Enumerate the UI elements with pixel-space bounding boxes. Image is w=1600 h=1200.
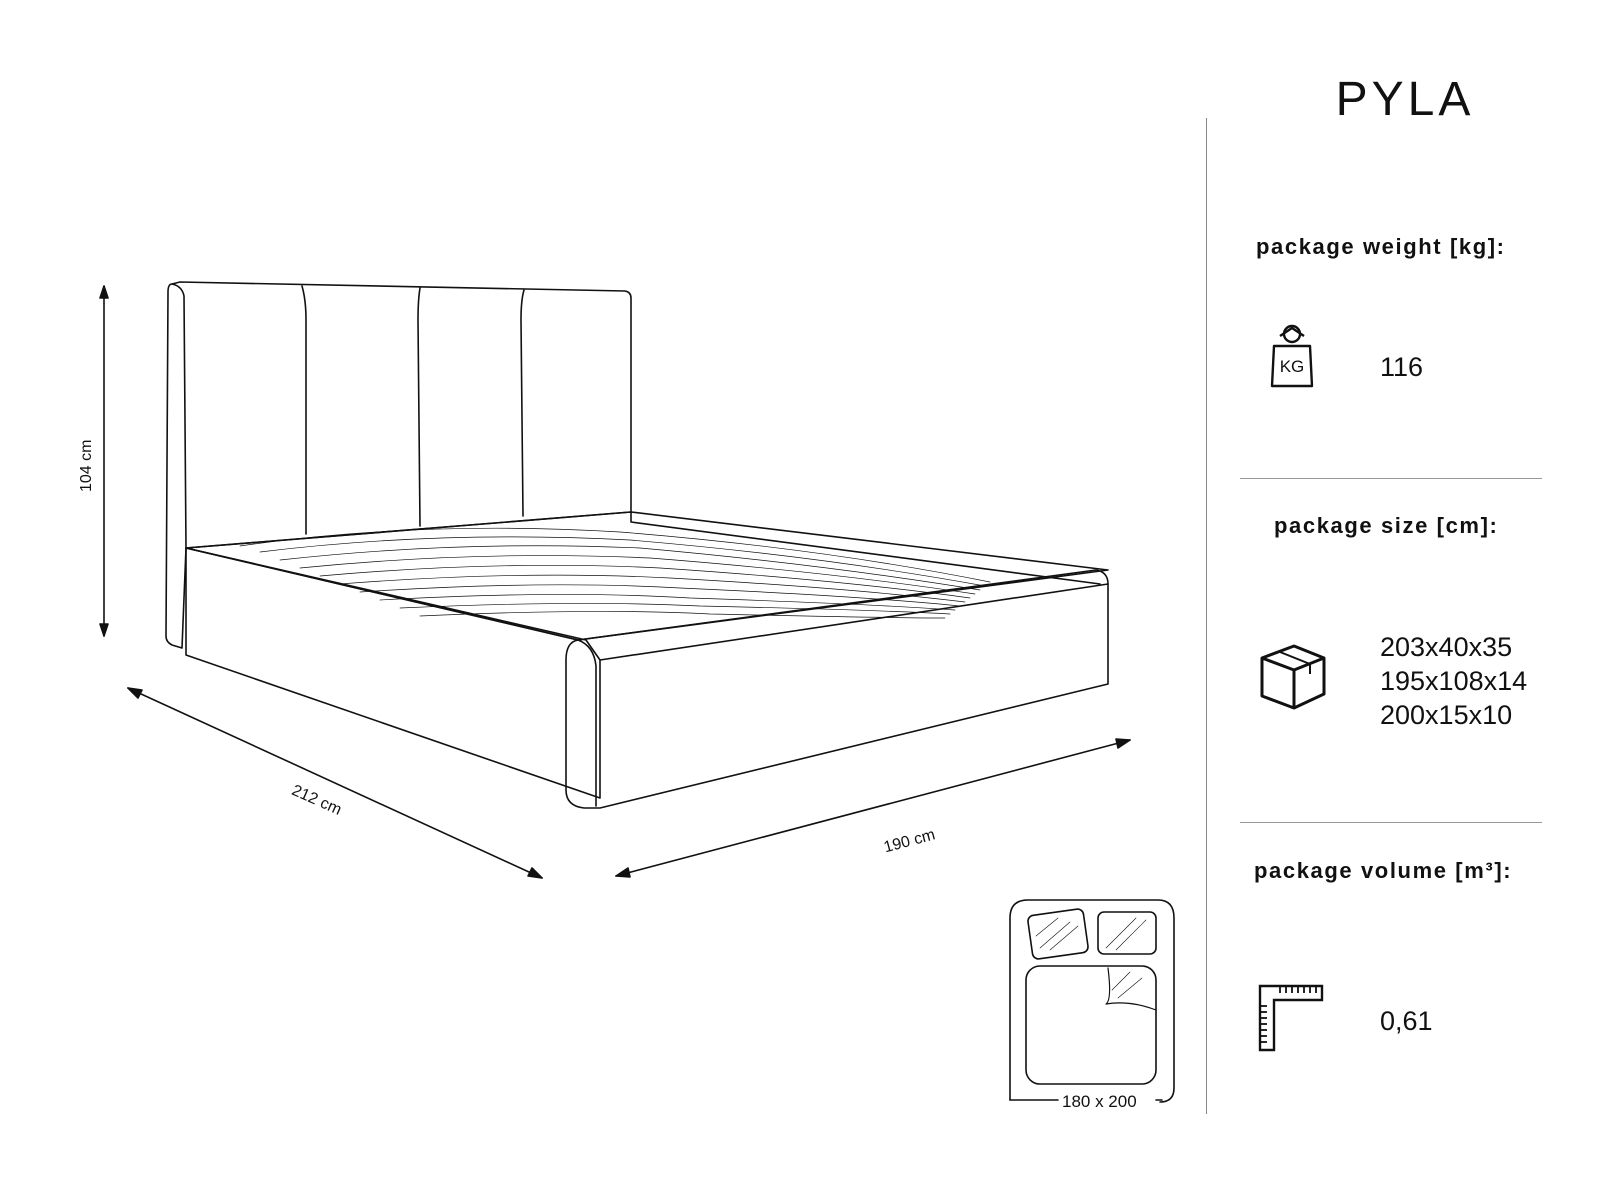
weight-label: package weight [kg]: [1256,234,1506,259]
divider-2 [1240,822,1542,823]
ruler-icon [1258,984,1324,1052]
bed-footboard [565,569,1109,809]
headboard-left-edge [171,283,187,549]
height-label: 104 cm [78,439,95,492]
length-dimension-arrow [127,687,543,879]
height-dimension-arrow [99,285,109,637]
product-title: PYLA [1335,73,1475,126]
divider-1 [1240,478,1542,479]
weight-kg-icon: KG [1270,324,1314,388]
slat-lines [239,527,991,619]
bed-platform-top [185,511,1109,641]
size-label: package size [cm]: [1274,513,1499,538]
footboard-corner [577,639,597,807]
width-dimension-arrow [615,738,1131,878]
weight-kg-icon-text: KG [1280,357,1305,376]
headboard-panel-line-2 [417,287,421,527]
box-icon [1260,644,1326,710]
vertical-divider [1206,118,1207,1114]
mattress-size-label: 180 x 200 [1062,1092,1137,1111]
side-rail-top [185,547,579,641]
volume-value: 0,61 [1380,1006,1433,1036]
weight-value: 116 [1380,352,1424,382]
headboard-panel-line-1 [301,285,307,535]
size-value-3: 200x15x10 [1380,700,1513,730]
bed-side-rail [185,547,601,799]
volume-label: package volume [m³]: [1254,858,1513,883]
bed-right-rail [630,511,1101,585]
size-value-1: 203x40x35 [1380,632,1513,662]
headboard-panel-line-3 [520,289,525,517]
size-value-2: 195x108x14 [1380,666,1528,696]
bed-headboard [165,281,632,649]
mattress-size-icon [1009,899,1175,1103]
